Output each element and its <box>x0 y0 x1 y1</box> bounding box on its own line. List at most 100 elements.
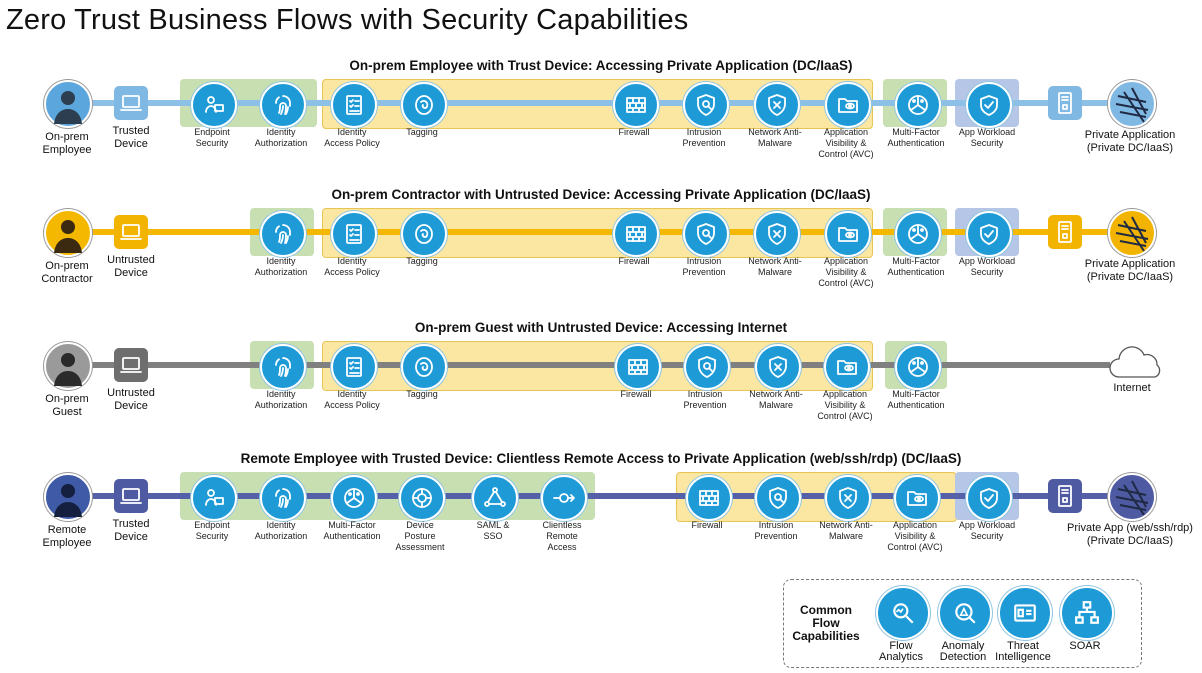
multi-factor-authentication-icon <box>331 475 377 521</box>
legend-label-flow-analytics: Flow Analytics <box>878 640 924 663</box>
identity-access-policy-icon <box>331 344 377 390</box>
laptop-icon <box>114 348 148 382</box>
flow-title: On-prem Guest with Untrusted Device: Acc… <box>414 320 788 335</box>
label-line: Untrusted <box>107 254 155 266</box>
label-line: Prevention <box>754 531 798 541</box>
label-line: Trusted <box>112 125 150 137</box>
label-line: Posture <box>404 531 436 541</box>
identity-access-policy-icon <box>331 211 377 257</box>
label-line: Device <box>114 267 148 279</box>
label-line: App Workload <box>958 520 1016 530</box>
network-anti-malware-icon <box>754 82 800 128</box>
intrusion-prevention-icon <box>683 82 729 128</box>
capability-label: Tagging <box>377 256 467 267</box>
label-line: (Private DC/IaaS) <box>1086 142 1174 154</box>
multi-factor-authentication-icon <box>895 211 941 257</box>
label-line: Control (AVC) <box>818 149 874 159</box>
label-line: Private Application <box>1084 129 1176 141</box>
network-anti-malware-icon <box>755 344 801 390</box>
label-line: On-prem <box>45 260 89 272</box>
tagging-icon <box>401 344 447 390</box>
server-icon <box>1048 86 1082 120</box>
firewall-icon <box>686 475 732 521</box>
label-line: On-prem <box>45 131 89 143</box>
private-application-icon <box>1108 80 1156 128</box>
flow-title: On-prem Contractor with Untrusted Device… <box>331 187 871 202</box>
label-line: Identity <box>337 389 367 399</box>
label-line: Multi-Factor <box>892 127 940 137</box>
intrusion-prevention-icon <box>684 344 730 390</box>
anomaly-detection-icon <box>938 586 992 640</box>
label-line: Identity <box>266 520 296 530</box>
label-line: Internet <box>1113 382 1151 394</box>
label-line: App Workload <box>958 256 1016 266</box>
user-avatar <box>44 209 92 257</box>
label-line: Control (AVC) <box>818 278 874 288</box>
legend-title: Common Flow Capabilities <box>790 604 862 643</box>
capability-label: Tagging <box>377 389 467 400</box>
label-line: (Private DC/IaaS) <box>1086 271 1174 283</box>
label-line: Multi-Factor <box>892 389 940 399</box>
clientless-remote-access-icon <box>541 475 587 521</box>
label-line: Prevention <box>682 138 726 148</box>
label-line: Application <box>823 256 869 266</box>
label-line: Multi-Factor <box>328 520 376 530</box>
label-line: Visibility & <box>825 138 867 148</box>
label-line: Network Anti- <box>748 256 802 266</box>
capability-label: Network Anti-Malware <box>730 127 820 149</box>
capability-label: Firewall <box>662 520 752 531</box>
label-line: Access <box>547 542 577 552</box>
label-line: Identity <box>266 127 296 137</box>
label-line: Untrusted <box>107 387 155 399</box>
label-line: Access Policy <box>324 400 380 410</box>
label-line: Clientless <box>542 520 582 530</box>
label-line: Intrusion <box>686 256 722 266</box>
flow-line <box>62 362 1110 368</box>
flow-title: On-prem Employee with Trust Device: Acce… <box>349 58 853 73</box>
label-line: Authorization <box>254 267 308 277</box>
legend-label-soar: SOAR <box>1069 640 1101 652</box>
common-flow-capabilities-legend: Common Flow Capabilities Flow Analytics … <box>783 579 1142 668</box>
identity-authorization-icon <box>260 211 306 257</box>
capability-label: Private Application(Private DC/IaaS) <box>1060 129 1200 155</box>
capability-label: Network Anti-Malware <box>801 520 891 542</box>
saml-sso-icon <box>472 475 518 521</box>
label-line: Authentication <box>887 267 945 277</box>
label-line: Application <box>892 520 938 530</box>
label-line: Firewall <box>691 520 723 530</box>
label-line: Access Policy <box>324 138 380 148</box>
identity-authorization-icon <box>260 82 306 128</box>
label-line: (Private DC/IaaS) <box>1086 535 1174 547</box>
user-avatar <box>44 80 92 128</box>
flow-4: Remote Employee with Trusted Device: Cli… <box>0 451 1202 576</box>
app-workload-security-icon <box>966 82 1012 128</box>
label-line: Application <box>822 389 868 399</box>
firewall-icon <box>613 82 659 128</box>
cloud-icon <box>1107 345 1163 381</box>
label-line: Firewall <box>620 389 652 399</box>
label-line: SSO <box>483 531 503 541</box>
laptop-icon <box>114 215 148 249</box>
label-line: Identity <box>337 127 367 137</box>
label-line: Malware <box>757 138 792 148</box>
label-line: Security <box>195 138 229 148</box>
label-line: Guest <box>52 406 82 418</box>
label-line: Access Policy <box>324 267 380 277</box>
application-visibility-control-icon <box>825 211 871 257</box>
label-line: Endpoint <box>194 127 230 137</box>
